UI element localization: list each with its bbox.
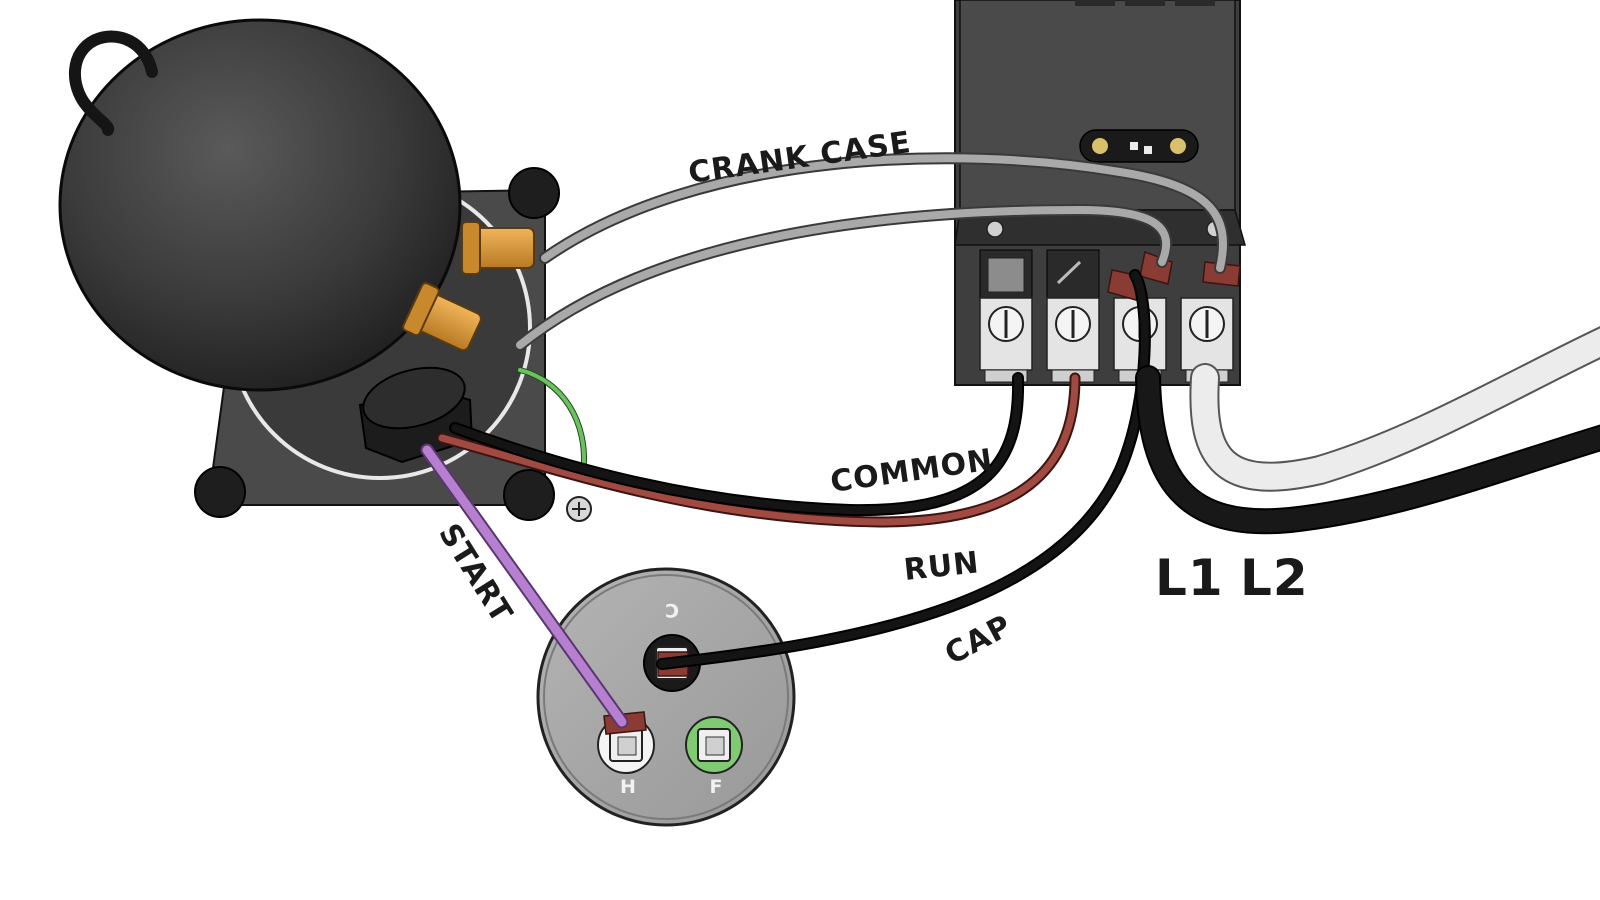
capacitor-terminal-f-label: F (710, 776, 723, 798)
contactor-terminal-2-icon (1046, 297, 1100, 371)
ground-screw-icon (566, 496, 592, 522)
start-label: START (431, 518, 519, 630)
capacitor-terminal-f-icon (685, 716, 743, 774)
l1-label: L1 (1155, 549, 1224, 607)
capacitor-terminal-h-label: H (620, 776, 636, 798)
cap-label: CAP (939, 608, 1017, 672)
contactor-terminal-1-icon (979, 297, 1033, 371)
capacitor: C H F (536, 567, 796, 827)
crank-case-label: CRANK CASE (686, 125, 913, 191)
contactor-upper-panel (959, 0, 1236, 211)
contactor-lower-ledge (954, 209, 1246, 246)
compressor (58, 18, 560, 521)
spade-connector-crank-case-2-icon (1202, 261, 1241, 287)
contactor-terminal-bay-2 (1046, 249, 1100, 299)
compressor-lifting-ring-icon (69, 30, 158, 136)
l2-label: L2 (1240, 549, 1309, 607)
run-label: RUN (902, 545, 981, 588)
contactor-terminal-4-icon (1180, 297, 1234, 371)
capacitor-terminal-c-label: C (665, 599, 679, 621)
coil-terminal-icon (1079, 129, 1199, 163)
discharge-fitting-icon (402, 282, 482, 352)
compressor-foot-bottom-left (194, 466, 246, 518)
compressor-dome (58, 18, 462, 392)
contactor-top-screw-left-icon (986, 220, 1004, 238)
compressor-foot-top-right (508, 167, 560, 219)
compressor-foot-bottom-right (503, 469, 555, 521)
capacitor-rim (543, 574, 789, 820)
suction-fitting-icon (461, 221, 535, 275)
